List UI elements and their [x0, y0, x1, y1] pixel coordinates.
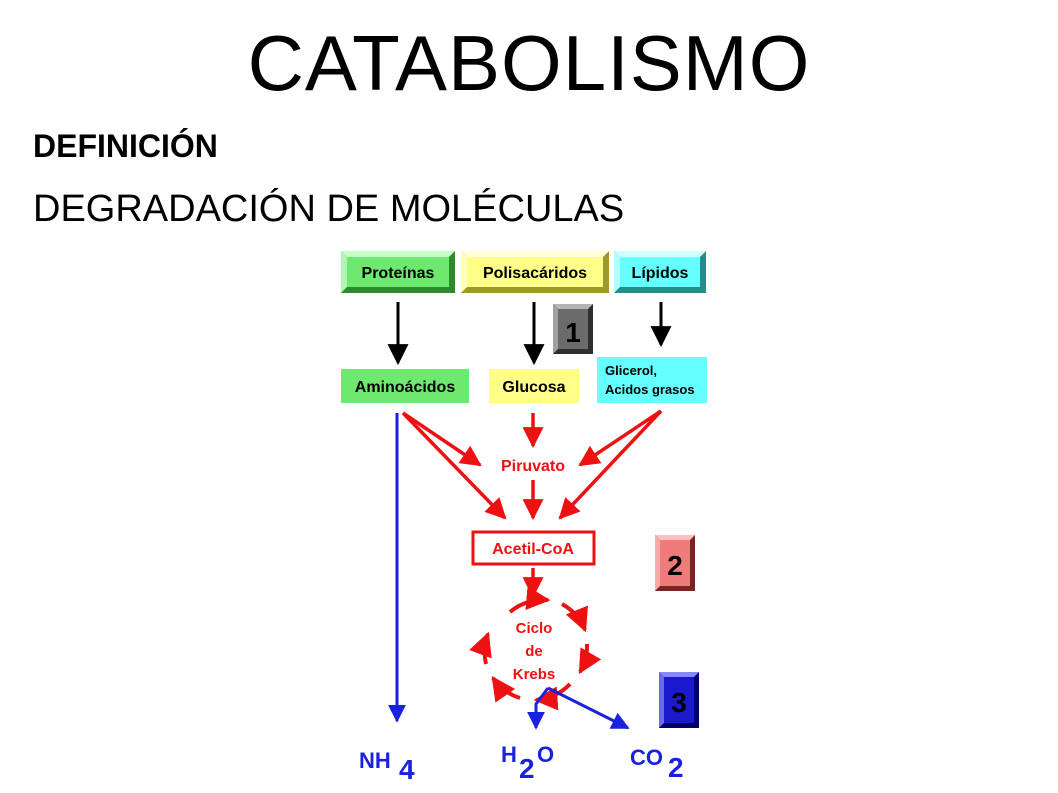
section-heading: DEGRADACIÓN DE MOLÉCULAS	[33, 188, 625, 230]
section-subtitle: DEFINICIÓN	[33, 128, 218, 164]
krebs-label-line3: Krebs	[513, 666, 556, 683]
glucose-label: Glucosa	[502, 379, 565, 396]
glycerol-label-line1: Glicerol,	[605, 363, 657, 378]
krebs-cycle-ring	[469, 586, 602, 711]
stage-2-badge: 2	[655, 535, 695, 591]
proteins-label: Proteínas	[362, 265, 435, 282]
aminoacids-box	[341, 369, 469, 403]
acetylcoa-box	[471, 530, 596, 566]
arrow-glycerol-to-pyruvate	[578, 409, 662, 467]
stage-2-number: 2	[667, 550, 683, 581]
stage-1-badge: 1	[553, 304, 593, 354]
co2-product: CO 2	[630, 745, 684, 783]
arrow-glycerol-to-acetylcoa	[558, 409, 663, 520]
aminoacids-label: Aminoácidos	[355, 379, 456, 396]
lipids-label: Lípidos	[632, 265, 689, 282]
lipids-box: Lípidos	[614, 251, 706, 293]
stage-3-badge: 3	[659, 672, 699, 728]
h2o-subscript: 2	[519, 753, 535, 784]
co2-base: CO	[630, 745, 663, 770]
nh4-base: NH	[359, 748, 391, 773]
polysaccharides-label: Polisacáridos	[483, 265, 587, 282]
co2-subscript: 2	[668, 752, 684, 783]
pyruvate-label: Piruvato	[501, 458, 565, 475]
arrow-aminoacids-to-acetylcoa	[401, 411, 507, 520]
nh4-product: NH 4	[359, 748, 415, 785]
arrow-krebs-to-co2	[547, 686, 630, 730]
h2o-o: O	[537, 742, 554, 767]
stage-1-number: 1	[565, 317, 581, 348]
acetylcoa-label: Acetil-CoA	[492, 541, 574, 558]
stage-3-number: 3	[671, 687, 687, 718]
h2o-h: H	[501, 742, 517, 767]
h2o-product: H 2 O	[501, 742, 554, 784]
krebs-label-line2: de	[525, 643, 543, 660]
arrow-aminoacids-to-pyruvate	[402, 411, 482, 467]
glucose-box	[489, 369, 579, 403]
krebs-label-line1: Ciclo	[516, 620, 553, 637]
proteins-box: Proteínas	[341, 251, 455, 293]
nh4-subscript: 4	[399, 754, 415, 785]
polysaccharides-box: Polisacáridos	[461, 251, 609, 293]
glycerol-box	[597, 357, 707, 403]
page-title: CATABOLISMO	[247, 19, 811, 107]
arrow-krebs-to-h2o	[527, 687, 550, 730]
glycerol-label-line2: Acidos grasos	[605, 382, 695, 397]
